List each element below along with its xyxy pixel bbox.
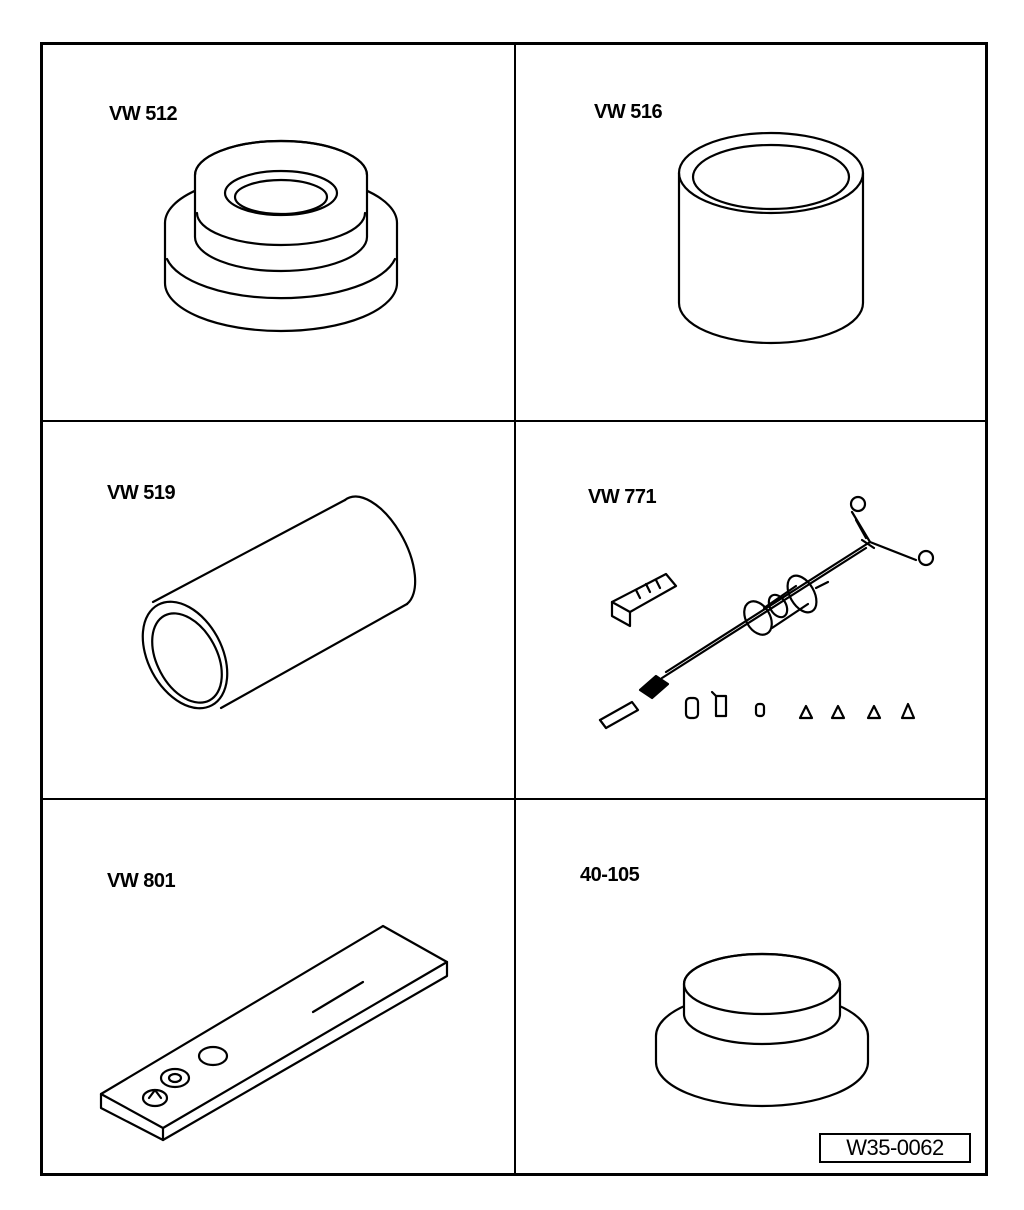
tool-cell-vw-771: VW 771 <box>516 422 985 798</box>
tube-drift-tool-icon <box>141 495 417 710</box>
tool-cell-vw-519: VW 519 <box>43 422 514 798</box>
stepped-disc-tool-icon <box>654 952 870 1108</box>
slide-hammer-kit-icon <box>598 495 935 730</box>
tool-cell-40-105: 40-105 W35-0062 <box>516 800 985 1173</box>
flat-bar-plate-tool-icon <box>99 924 449 1142</box>
grid-divider-row-1 <box>43 420 985 422</box>
tool-label: VW 516 <box>594 101 663 123</box>
grid-divider-row-2 <box>43 798 985 800</box>
tool-cell-vw-512: VW 512 <box>43 45 514 420</box>
tool-label: VW 801 <box>107 870 176 892</box>
tool-label: 40-105 <box>580 864 640 886</box>
document-id-box: W35-0062 <box>819 1133 971 1163</box>
special-tools-sheet: VW 512 VW 516 VW 519 <box>40 42 988 1176</box>
tool-label: VW 771 <box>588 486 657 508</box>
tool-label: VW 519 <box>107 482 176 504</box>
tool-label: VW 512 <box>109 103 178 125</box>
tool-cell-vw-516: VW 516 <box>516 45 985 420</box>
stepped-ring-tool-icon <box>163 139 399 333</box>
grid-divider-vertical <box>514 45 516 1173</box>
cylinder-sleeve-tool-icon <box>677 131 865 345</box>
tool-cell-vw-801: VW 801 <box>43 800 514 1173</box>
